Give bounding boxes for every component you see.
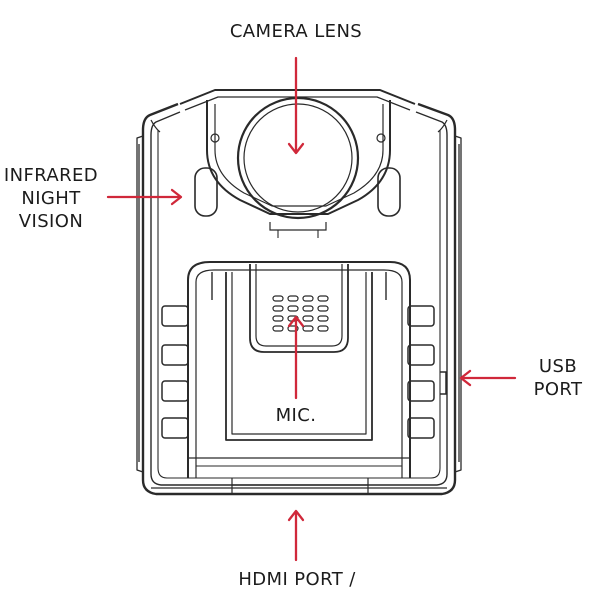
camera-lens xyxy=(236,96,360,238)
mic-hole xyxy=(317,295,329,302)
infrared-label: INFRARED NIGHT VISION xyxy=(0,164,102,233)
left-side-buttons xyxy=(161,305,189,439)
right-grip xyxy=(454,135,462,473)
usb-port-label: USB PORT xyxy=(525,355,591,401)
mic-holes xyxy=(272,295,329,332)
arrow-hdmi xyxy=(287,509,305,562)
mic-hole xyxy=(272,315,284,322)
usb-port-notch xyxy=(440,371,447,395)
outer-shell xyxy=(141,102,457,496)
mic-tab xyxy=(249,264,349,353)
infrared-label-line-3: VISION xyxy=(18,211,84,232)
usb-label-line-2: PORT xyxy=(533,379,583,400)
arrow-infrared xyxy=(106,188,183,206)
mic-hole xyxy=(287,295,299,302)
mic-hole xyxy=(287,325,299,332)
infrared-light-left xyxy=(194,167,218,217)
mic-hole xyxy=(302,305,314,312)
arrow-camera-lens xyxy=(287,56,305,155)
mic-hole xyxy=(272,305,284,312)
mic-hole xyxy=(302,315,314,322)
right-side-buttons xyxy=(407,305,435,439)
mic-hole xyxy=(272,325,284,332)
belt-clip xyxy=(187,261,411,478)
camera-lens-label: CAMERA LENS xyxy=(229,21,363,42)
lens-bezel xyxy=(206,100,391,215)
mic-hole xyxy=(317,315,329,322)
mic-hole xyxy=(302,295,314,302)
mic-hole xyxy=(287,305,299,312)
arrow-usb xyxy=(459,369,517,387)
infrared-light-right xyxy=(377,167,401,217)
mic-hole xyxy=(302,325,314,332)
mic-hole xyxy=(317,325,329,332)
mic-label: MIC. xyxy=(275,405,317,426)
infrared-label-line-2: NIGHT xyxy=(21,188,81,209)
camera-body xyxy=(136,89,462,496)
infrared-lights xyxy=(194,167,401,217)
annotation-arrows xyxy=(106,56,517,562)
screw-dots xyxy=(210,133,386,143)
usb-label-line-1: USB xyxy=(538,356,578,377)
infrared-label-line-1: INFRARED xyxy=(3,165,99,186)
mic-hole xyxy=(272,295,284,302)
mic-hole xyxy=(317,305,329,312)
hdmi-port-label: HDMI PORT / xyxy=(238,569,356,590)
arrow-mic xyxy=(287,315,305,400)
lens-housing xyxy=(179,89,416,105)
